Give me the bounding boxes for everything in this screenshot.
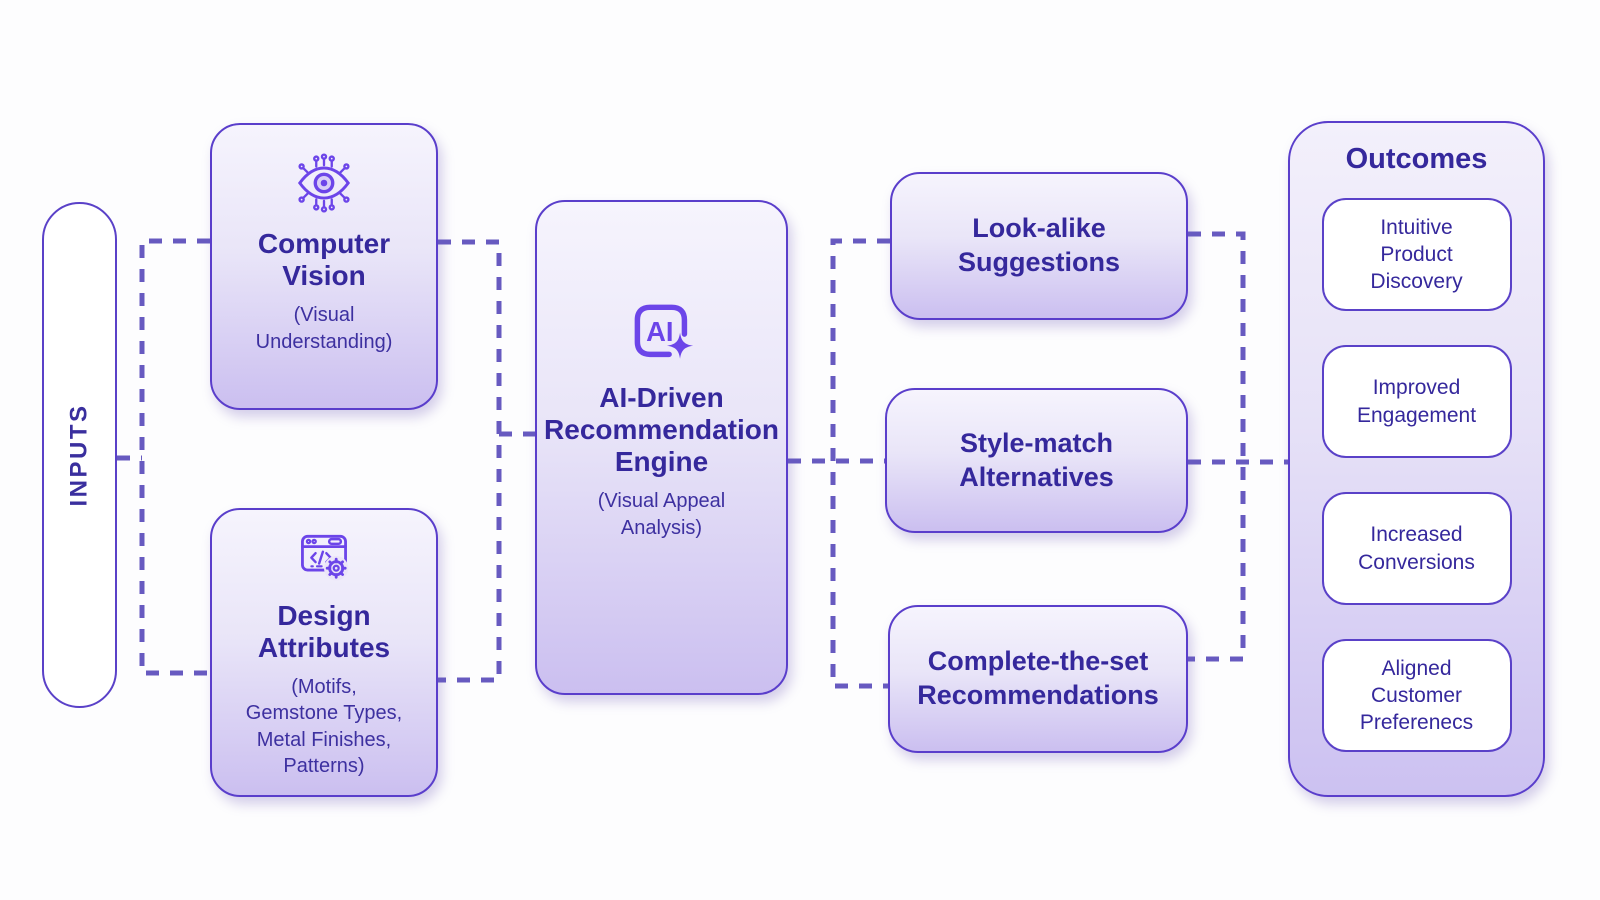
ai-sparkle-icon: AI [627,298,697,368]
browser-code-gear-icon [294,526,354,586]
connector-outputs-merge [1188,231,1246,662]
outcome-intuitive-product-discovery: Intuitive Product Discovery [1321,198,1512,311]
node-computer-vision: Computer Vision (Visual Understanding) [210,123,438,410]
outcomes-title: Outcomes [1345,143,1488,175]
node-title: Design Attributes [257,599,391,663]
node-title: Look-alike Suggestions [957,213,1120,277]
node-subtitle: (Visual Appeal Analysis) [597,490,726,539]
inputs-label: INPUTS [65,403,93,507]
eye-circuit-icon [293,152,355,214]
node-subtitle: (Motifs, Gemstone Types, Metal Finishes,… [245,675,403,778]
outcome-aligned-customer-preferences: Aligned Customer Preferenecs [1321,639,1512,752]
inputs-pill: INPUTS [42,202,117,708]
node-ai-recommendation-engine: AI AI-Driven Recommendation Engine (Visu… [535,200,788,695]
node-look-alike-suggestions: Look-alike Suggestions [890,172,1188,320]
node-title: AI-Driven Recommendation Engine [544,381,779,478]
connector-inputs-to-engine [438,239,502,683]
node-style-match-alternatives: Style-match Alternatives [885,388,1188,533]
outcome-increased-conversions: Increased Conversions [1321,492,1512,605]
node-subtitle: (Visual Understanding) [255,304,393,353]
connector-inputs-branch [139,238,210,676]
node-title: Computer Vision [257,227,391,292]
node-title: Style-match Alternatives [959,427,1114,492]
node-design-attributes: Design Attributes (Motifs, Gemstone Type… [210,508,438,797]
outcome-improved-engagement: Improved Engagement [1321,345,1512,458]
node-title: Complete-the-set Recommendations [917,646,1159,710]
svg-text:AI: AI [646,316,673,347]
outcomes-panel: Outcomes Intuitive Product Discovery Imp… [1288,121,1545,797]
connector-engine-branch [830,238,890,689]
node-complete-the-set-recommendations: Complete-the-set Recommendations [888,605,1188,753]
